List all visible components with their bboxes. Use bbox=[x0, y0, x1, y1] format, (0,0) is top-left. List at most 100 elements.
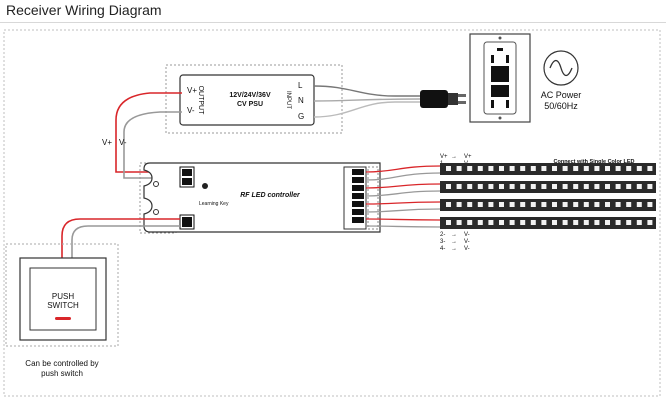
led-chip bbox=[552, 202, 557, 207]
led-wire-vplus-4 bbox=[365, 218, 441, 221]
outlet-plug-inserted-2 bbox=[491, 85, 509, 97]
outlet-screw-top bbox=[498, 36, 502, 40]
led-chip bbox=[636, 184, 642, 189]
led-chip bbox=[488, 184, 494, 189]
led-chip bbox=[446, 166, 451, 171]
psu-in-g: G bbox=[298, 112, 304, 121]
led-chip bbox=[562, 202, 568, 207]
led-chip bbox=[499, 202, 504, 207]
led-chip bbox=[552, 166, 557, 171]
outlet-slot-2 bbox=[506, 55, 509, 63]
led-chip bbox=[477, 202, 483, 207]
led-chip bbox=[530, 166, 536, 171]
controller-hole-1 bbox=[153, 181, 159, 187]
outlet-slot-3 bbox=[491, 100, 494, 108]
plug-prong-1 bbox=[458, 94, 466, 97]
page-title: Receiver Wiring Diagram bbox=[6, 2, 162, 18]
diagram-frame bbox=[3, 29, 661, 397]
wall-outlet bbox=[469, 33, 531, 123]
led-chip bbox=[562, 220, 568, 225]
plug-prong-2 bbox=[458, 101, 466, 104]
switch-wire-gray bbox=[71, 225, 180, 258]
led-chip bbox=[456, 184, 462, 189]
led-strip bbox=[440, 199, 656, 211]
led-chip bbox=[477, 184, 483, 189]
led-chip bbox=[615, 220, 621, 225]
ac-label-2: 50/60Hz bbox=[544, 101, 578, 111]
switch-wire-red bbox=[61, 218, 180, 258]
map-top-0-b: V+ bbox=[464, 154, 472, 160]
led-chip bbox=[499, 220, 504, 225]
psu-out-minus: V- bbox=[187, 106, 195, 115]
led-chip bbox=[647, 166, 653, 171]
led-chip bbox=[499, 184, 504, 189]
led-chip bbox=[488, 220, 494, 225]
led-wire-3 bbox=[365, 208, 441, 213]
map-bottom-2-a: 4- bbox=[440, 246, 445, 252]
led-chip bbox=[509, 166, 515, 171]
wire-g bbox=[313, 101, 420, 118]
controller-label: RF LED controller bbox=[240, 192, 301, 199]
led-chip bbox=[626, 166, 632, 171]
led-chip bbox=[477, 220, 483, 225]
led-chip bbox=[573, 220, 579, 225]
switch-indicator bbox=[55, 317, 71, 320]
outlet-slot-1 bbox=[491, 55, 494, 63]
led-chip bbox=[446, 202, 451, 207]
switch-label-1: PUSH bbox=[52, 292, 74, 301]
led-chip bbox=[467, 220, 473, 225]
led-chip bbox=[636, 202, 642, 207]
learning-key-label: Learning Key bbox=[199, 201, 229, 207]
title-divider bbox=[0, 22, 666, 23]
map-arrow-icon: → bbox=[451, 239, 457, 245]
led-chip bbox=[467, 184, 473, 189]
psu-in-l: L bbox=[298, 81, 303, 90]
led-chip bbox=[530, 202, 536, 207]
led-chip bbox=[605, 202, 610, 207]
switch-wires bbox=[61, 218, 180, 258]
led-strip bbox=[440, 217, 656, 229]
led-chip bbox=[456, 202, 462, 207]
led-chip bbox=[583, 166, 589, 171]
led-chip bbox=[509, 202, 515, 207]
switch-button bbox=[29, 267, 97, 331]
controller-hole-2 bbox=[153, 209, 159, 215]
led-chip bbox=[605, 166, 610, 171]
caption-line-1: Can be controlled by bbox=[25, 359, 98, 368]
outlet-screw-bottom bbox=[498, 116, 502, 120]
led-chip bbox=[541, 202, 547, 207]
led-chip bbox=[552, 184, 557, 189]
wire-vminus bbox=[123, 111, 182, 179]
led-chip bbox=[446, 184, 451, 189]
ac-sine-icon bbox=[549, 59, 573, 77]
led-chip bbox=[583, 184, 589, 189]
output-terminal-screws bbox=[352, 169, 364, 223]
wire-l bbox=[313, 85, 420, 97]
led-chip bbox=[520, 166, 526, 171]
psu-in-n: N bbox=[298, 96, 304, 105]
led-strip bbox=[440, 163, 656, 175]
led-chip bbox=[594, 166, 600, 171]
rf-led-controller: Learning Key RF LED controller bbox=[139, 162, 381, 234]
led-strips bbox=[440, 163, 656, 229]
led-chip bbox=[605, 184, 610, 189]
supply-vplus-label: V+ bbox=[102, 138, 112, 147]
led-chip bbox=[456, 166, 462, 171]
led-chip bbox=[509, 184, 515, 189]
led-chip bbox=[541, 220, 547, 225]
ac-symbol: AC Power 50/60Hz bbox=[541, 50, 581, 111]
led-chip bbox=[636, 166, 642, 171]
led-chip bbox=[626, 220, 632, 225]
led-wire-2 bbox=[365, 190, 441, 197]
psu-outer-dashed bbox=[165, 64, 343, 134]
map-arrow-icon: → bbox=[451, 154, 457, 160]
terminal-screw-3 bbox=[182, 217, 192, 227]
led-chip bbox=[573, 202, 579, 207]
led-chip bbox=[467, 202, 473, 207]
led-chip bbox=[456, 220, 462, 225]
led-chip bbox=[541, 166, 547, 171]
switch-outer-dashed bbox=[5, 243, 119, 347]
led-output-wires bbox=[365, 165, 441, 228]
controller-body bbox=[143, 162, 381, 233]
